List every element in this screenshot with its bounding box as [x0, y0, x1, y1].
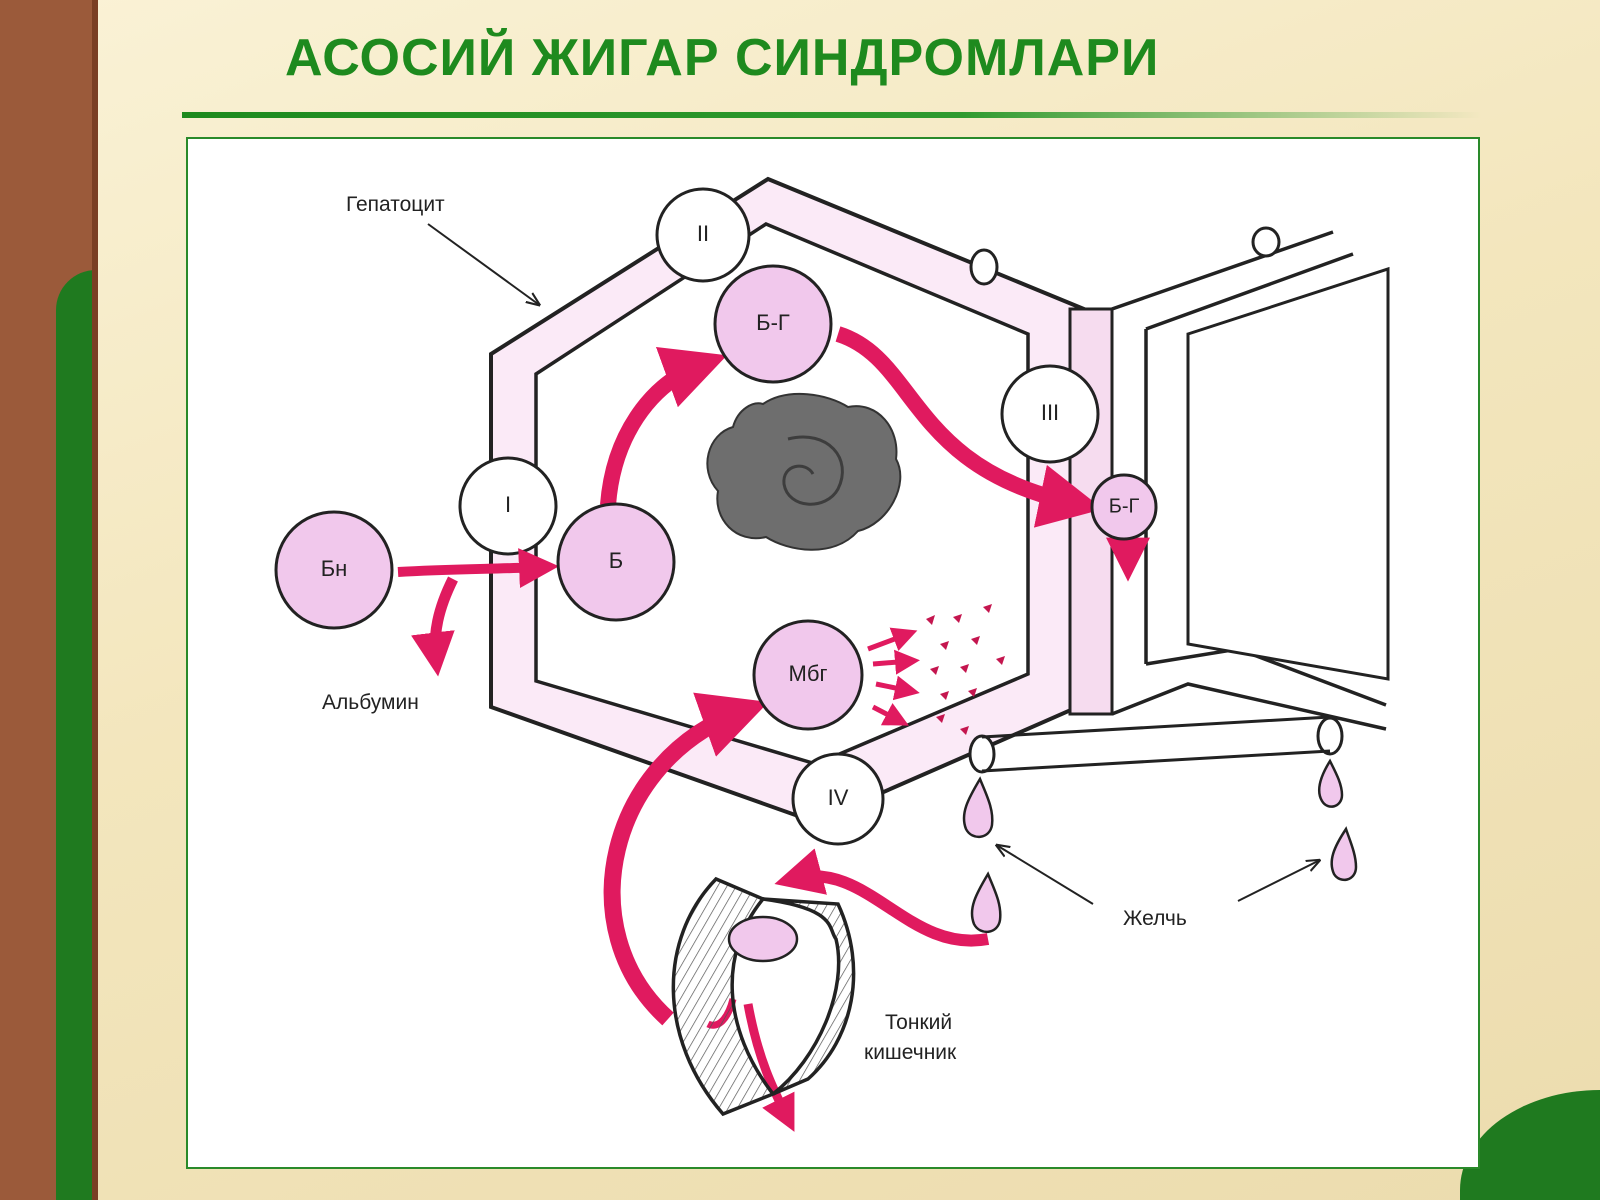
hepatocyte-pointer	[427, 223, 538, 304]
stage-circle-2	[655, 187, 751, 283]
slide-title: АСОСИЙ ЖИГАР СИНДРОМЛАРИ	[285, 29, 1160, 87]
left-decor-green	[56, 270, 98, 1200]
arrow-bg-to-duct	[835, 326, 1104, 528]
node-bg-duct-label: Б-Г	[1109, 495, 1140, 517]
stage-label-4: IV	[828, 785, 849, 810]
stage-label-3: III	[1041, 400, 1059, 425]
arrow-mbg-3	[875, 675, 920, 701]
arrow-intestine-out	[743, 1003, 795, 1132]
node-bg-duct	[1090, 473, 1158, 541]
tube-end-top-right	[1251, 226, 1281, 258]
neighbour-cell-inner	[1186, 266, 1390, 681]
node-b	[556, 502, 676, 622]
stage-label-2: II	[697, 221, 709, 246]
stage-circle-3	[1000, 364, 1100, 464]
label-hepatocyte: Гепатоцит	[346, 193, 445, 216]
bile-drops	[962, 758, 1358, 933]
title-underline	[182, 112, 1482, 118]
arrow-intestine-to-mbg	[603, 692, 769, 1026]
liver-diagram: I II III IV Бн Б Б-Г Мбг Б-Г	[274, 176, 1390, 1132]
stage-label-1: I	[505, 492, 511, 517]
label-bile: Желчь	[1123, 907, 1187, 930]
tube-end-bottom-right	[1316, 716, 1344, 756]
bottom-decor	[1460, 1090, 1600, 1200]
node-mbg-label: Мбг	[789, 661, 828, 686]
arrow-mbg-2	[872, 649, 920, 675]
tube-end-top	[969, 248, 999, 286]
stage-circle-1	[458, 456, 558, 556]
arrow-mbg-1	[867, 627, 918, 652]
label-intestine-2: кишечник	[864, 1041, 957, 1064]
arrow-bile-to-intestine	[774, 848, 990, 947]
arrow-bn-to-albumin	[411, 576, 458, 677]
small-intestine	[671, 876, 856, 1117]
node-bn-label: Бн	[321, 556, 348, 581]
nucleus-swirl	[782, 435, 844, 506]
tube-end-bottom-left	[968, 734, 996, 774]
arrow-bn-to-b	[397, 548, 559, 589]
left-decor-edge	[92, 0, 98, 1200]
arrow-b-to-bg	[600, 347, 728, 506]
label-albumin: Альбумин	[322, 691, 419, 714]
bile-pointer-left	[998, 846, 1094, 905]
neighbour-cell-wall	[1111, 230, 1387, 731]
node-b-label: Б	[609, 548, 623, 573]
nucleus	[706, 392, 902, 551]
node-bn	[274, 510, 394, 630]
arrow-mbg-4	[871, 702, 909, 726]
label-intestine-1: Тонкий	[885, 1011, 952, 1034]
particle-triangles	[926, 604, 1005, 735]
node-mbg	[752, 619, 864, 731]
node-bg-inner-label: Б-Г	[756, 310, 790, 335]
node-bg-inner	[713, 264, 833, 384]
stage-circle-4	[791, 752, 885, 846]
bile-tube-bottom	[981, 715, 1331, 773]
bile-pointer-right	[1237, 861, 1318, 902]
diagram-panel: I II III IV Бн Б Б-Г Мбг Б-Г	[186, 137, 1480, 1169]
